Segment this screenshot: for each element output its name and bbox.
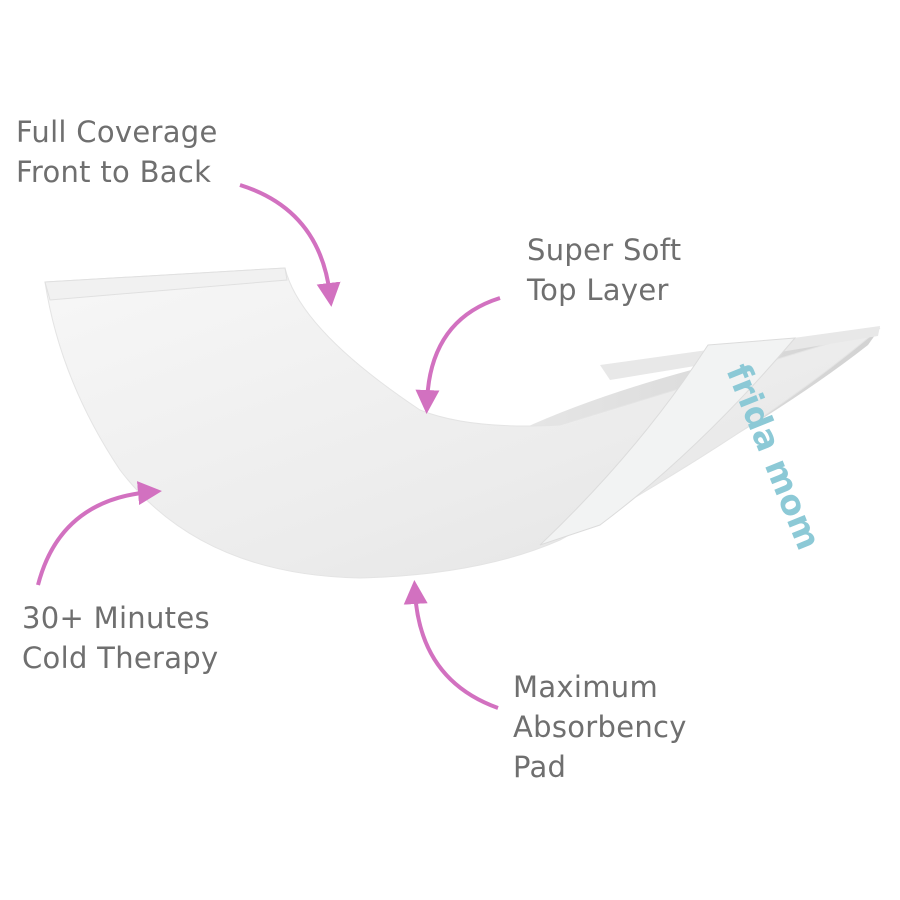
callout-line: Absorbency	[513, 710, 687, 744]
callout-line: 30+ Minutes	[22, 601, 210, 635]
brand-strip	[539, 337, 797, 546]
callout-line: Cold Therapy	[22, 641, 219, 675]
callout-line: Maximum	[513, 670, 658, 704]
arrow-cold	[36, 481, 162, 586]
callout-max-absorbency: Maximum Absorbency Pad	[513, 667, 687, 787]
arrow-coverage	[239, 183, 341, 307]
pad-front-edge	[44, 267, 288, 301]
callout-super-soft: Super Soft Top Layer	[527, 230, 681, 310]
callout-line: Full Coverage	[16, 115, 218, 149]
arrow-soft	[415, 296, 501, 414]
callout-cold-therapy: 30+ Minutes Cold Therapy	[22, 598, 218, 678]
callout-line: Super Soft	[527, 233, 682, 267]
callout-line: Front to Back	[16, 155, 212, 189]
arrow-absorbency	[403, 580, 499, 710]
callout-line: Pad	[513, 750, 567, 784]
callout-full-coverage: Full Coverage Front to Back	[16, 112, 218, 192]
callout-line: Top Layer	[527, 273, 669, 307]
